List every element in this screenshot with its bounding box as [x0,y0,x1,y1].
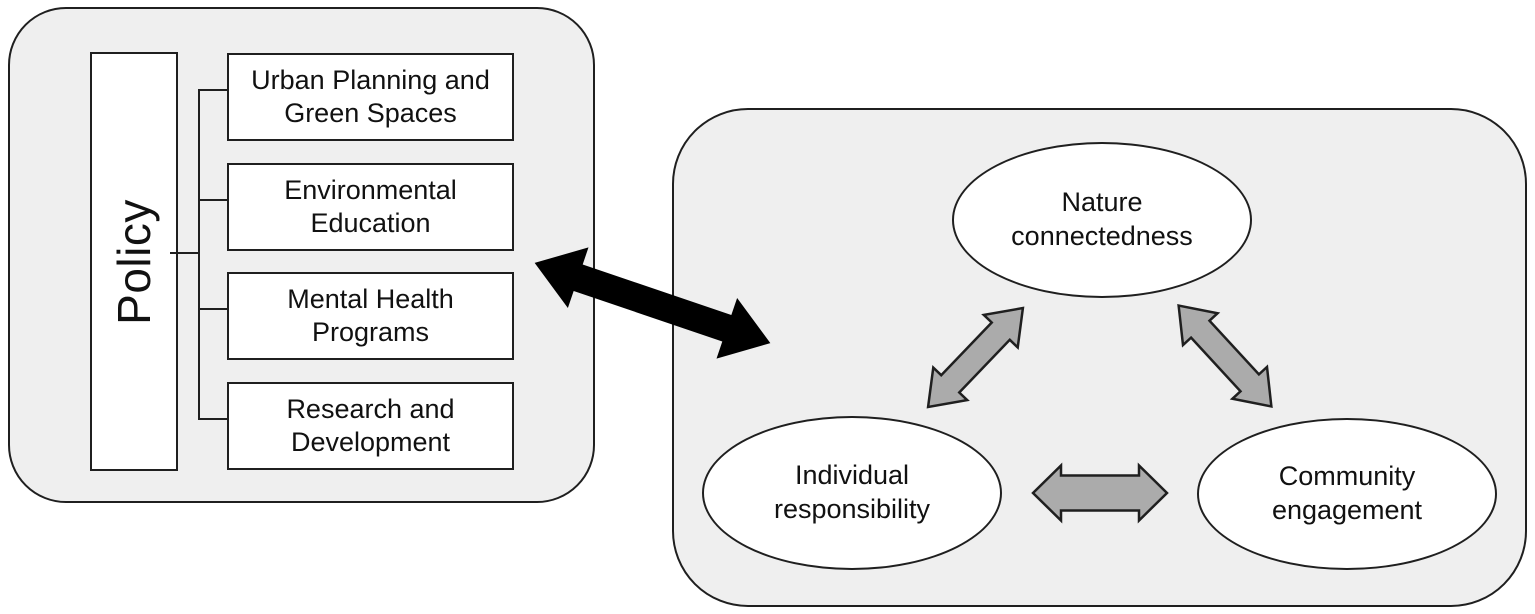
policy-item-environmental-education: Environmental Education [227,163,514,251]
policy-item-label: Mental Health [287,283,454,314]
policy-panel: Policy Urban Planning and Green Spaces E… [8,7,595,503]
node-community-engagement: Community engagement [1197,418,1497,570]
policy-item-urban-planning: Urban Planning and Green Spaces [227,53,514,141]
policy-item-label: Environmental [284,174,457,205]
policy-item-label: Green Spaces [284,98,457,128]
policy-item-research-development: Research and Development [227,382,514,470]
connector-stub-line-4 [200,418,227,420]
policy-item-label: Research and [286,393,455,424]
policy-box: Policy [90,52,178,471]
node-individual-responsibility: Individual responsibility [702,416,1002,570]
policy-label: Policy [108,198,160,325]
connector-stub-line-2 [200,199,227,201]
node-label: connectedness [1011,221,1193,251]
policy-item-label: Development [290,427,451,457]
connector-trunk-line [198,89,200,420]
connector-stub-line-1 [200,89,227,91]
policy-item-label: Urban Planning and [251,64,490,95]
node-label: Individual [794,460,910,491]
node-label: engagement [1271,495,1423,525]
node-nature-connectedness: Nature connectedness [952,142,1252,298]
connector-feeder-line [170,252,199,254]
connector-stub-line-3 [200,308,227,310]
policy-item-mental-health-programs: Mental Health Programs [227,272,514,360]
policy-item-label: Education [310,208,431,238]
node-label: Community [1278,461,1416,492]
node-label: Nature [1061,187,1143,218]
node-label: responsibility [773,494,931,524]
policy-item-label: Programs [311,317,430,347]
